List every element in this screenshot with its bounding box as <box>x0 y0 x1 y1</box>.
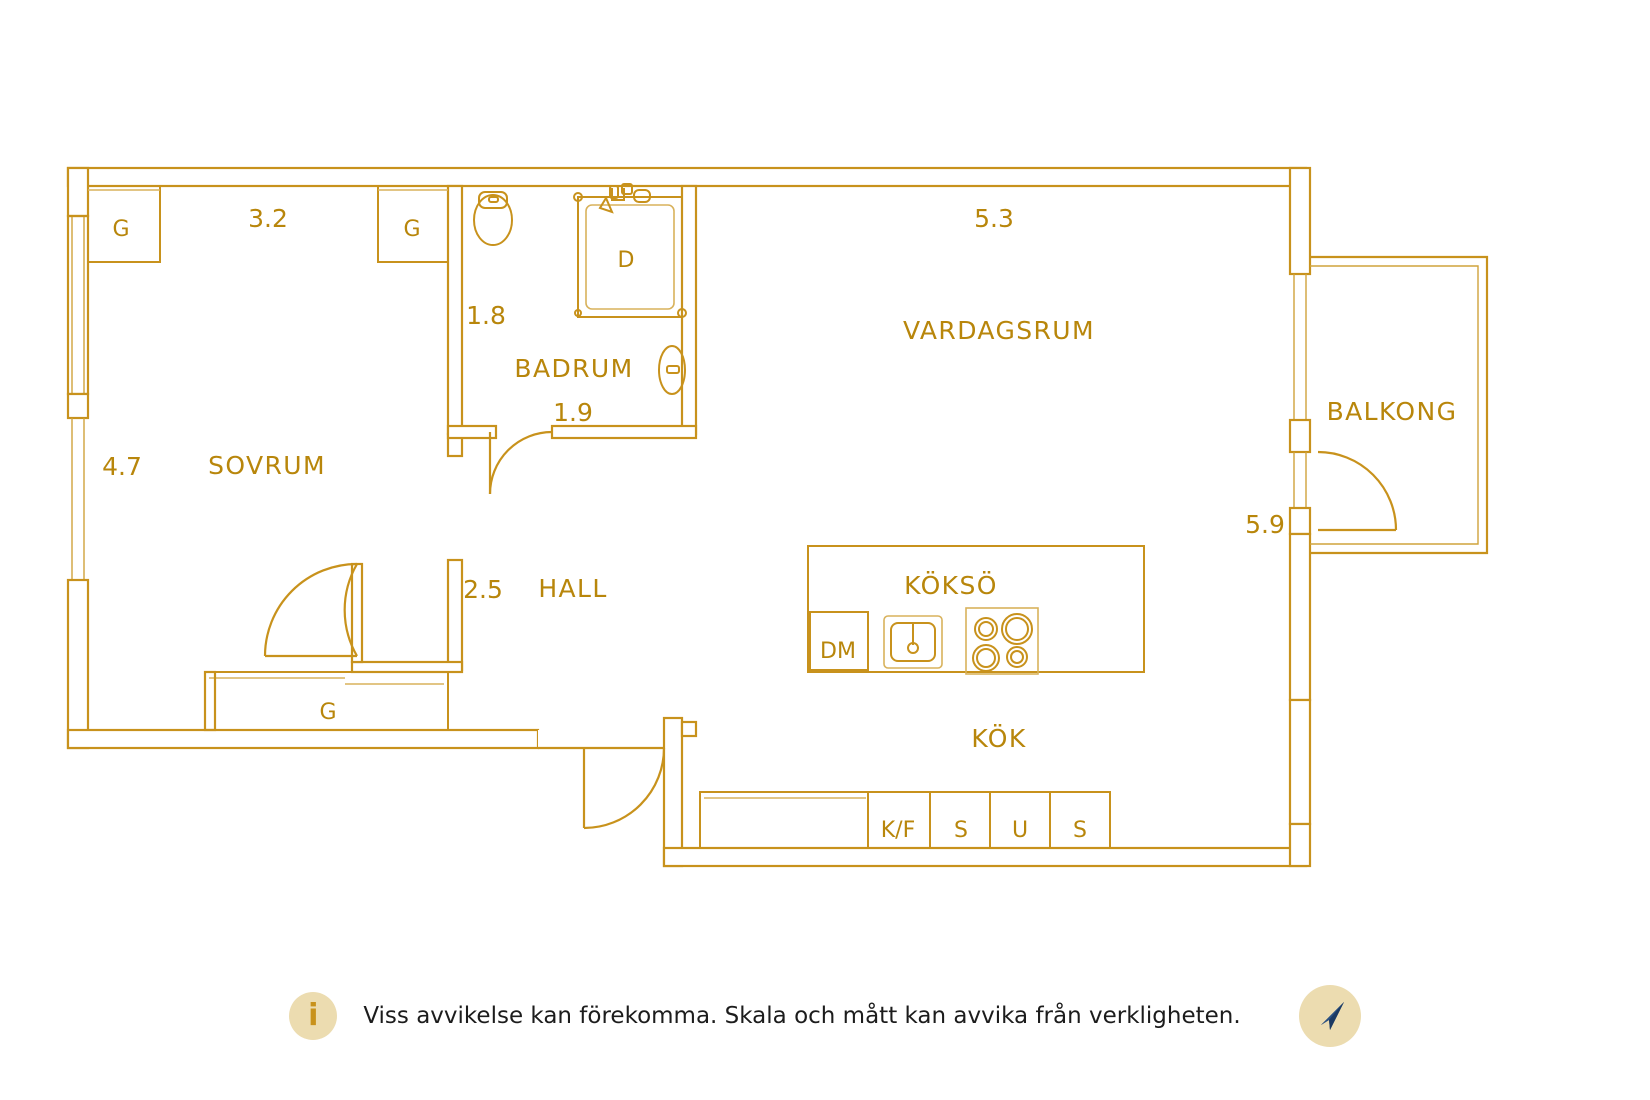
closets <box>87 186 449 732</box>
label-shower: D <box>618 248 635 273</box>
room-label-kok: KÖK <box>971 724 1026 753</box>
interior-walls <box>350 184 698 674</box>
dimension-living-depth: 5.9 <box>1245 510 1285 539</box>
dimension-vardagsrum-width: 5.3 <box>974 204 1014 233</box>
bathroom-fixtures <box>473 183 687 395</box>
balcony-outline <box>1310 255 1489 555</box>
dimension-sovrum-depth: 4.7 <box>102 452 142 481</box>
dimension-sovrum-width: 3.2 <box>248 204 288 233</box>
room-label-vardagsrum: VARDAGSRUM <box>903 316 1095 345</box>
kitchen-island <box>807 545 1145 675</box>
room-labels: SOVRUM BADRUM HALL VARDAGSRUM KÖK BALKON… <box>208 316 1458 753</box>
label-kitchen-island: KÖKSÖ <box>904 571 998 600</box>
label-closet-sovrum-right: G <box>403 217 420 242</box>
room-label-sovrum: SOVRUM <box>208 451 326 480</box>
label-fridge-freezer: K/F <box>881 818 916 843</box>
dimension-hall-width: 2.5 <box>463 575 503 604</box>
room-label-balkong: BALKONG <box>1327 397 1458 426</box>
label-counter-s1: S <box>954 818 968 843</box>
dimension-labels: 3.2 4.7 1.8 1.9 2.5 5.3 5.9 <box>102 204 1285 604</box>
fixture-labels: G G G D KÖKSÖ DM K/F S U S <box>112 217 1087 843</box>
kitchen-counter-run <box>699 791 1111 849</box>
label-closet-hall: G <box>319 700 336 725</box>
room-label-hall: HALL <box>538 574 607 603</box>
room-label-badrum: BADRUM <box>514 354 633 383</box>
label-dishwasher: DM <box>820 639 856 664</box>
exterior-walls <box>66 166 1312 868</box>
label-counter-s2: S <box>1073 818 1087 843</box>
dimension-badrum-depth: 1.9 <box>553 398 593 427</box>
dimension-badrum-width: 1.8 <box>466 301 506 330</box>
label-counter-u: U <box>1012 818 1028 843</box>
label-closet-sovrum-left: G <box>112 217 129 242</box>
door-swings <box>263 430 1398 830</box>
